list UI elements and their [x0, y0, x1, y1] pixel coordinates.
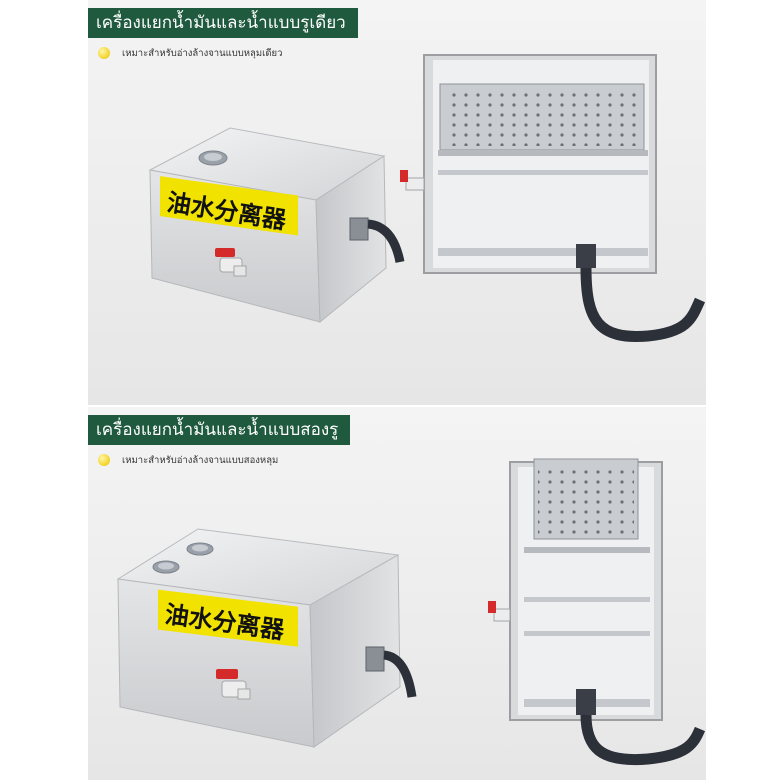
- note-text: เหมาะสำหรับอ่างล้างจานแบบสองหลุม: [122, 454, 279, 466]
- cross-section: [400, 54, 706, 342]
- product-illustration: 油水分离器: [148, 54, 706, 342]
- drain-hose-icon: [576, 689, 706, 766]
- side-outlet-icon: [365, 646, 417, 698]
- tank-label-plate: [158, 589, 298, 647]
- section-note: เหมาะสำหรับอ่างล้างจานแบบสองหลุม: [98, 452, 278, 468]
- drain-hose-icon: [576, 244, 706, 342]
- note-text: เหมาะสำหรับอ่างล้างจานแบบหลุมเดียว: [122, 47, 283, 59]
- red-valve-icon: [215, 248, 247, 277]
- bullet-dot-icon: [98, 454, 110, 466]
- single-hole-section: เครื่องแยกน้ำมันและน้ำแบบรูเดียว เหมาะสำ…: [88, 0, 706, 405]
- tank-label-plate: [160, 176, 298, 236]
- inlet-cap-icon: [186, 542, 214, 556]
- inlet-cap-icon: [198, 150, 228, 166]
- section-divider: [88, 405, 706, 407]
- bullet-dot-icon: [98, 47, 110, 59]
- section-note: เหมาะสำหรับอ่างล้างจานแบบหลุมเดียว: [98, 45, 282, 61]
- inlet-cap-icon: [152, 560, 180, 574]
- double-hole-section: เครื่องแยกน้ำมันและน้ำแบบสองรู เหมาะสำหร…: [88, 407, 706, 780]
- red-valve-icon: [400, 170, 425, 191]
- red-valve-icon: [488, 601, 511, 622]
- section-title: เครื่องแยกน้ำมันและน้ำแบบรูเดียว: [88, 8, 358, 38]
- red-valve-icon: [216, 669, 251, 700]
- cross-section: [488, 458, 706, 766]
- tank-3d: 油水分离器: [116, 528, 417, 748]
- product-illustration: 油水分离器: [116, 458, 706, 766]
- side-outlet-icon: [349, 217, 405, 263]
- section-title: เครื่องแยกน้ำมันและน้ำแบบสองรู: [88, 415, 351, 445]
- tank-3d: 油水分离器: [148, 127, 405, 324]
